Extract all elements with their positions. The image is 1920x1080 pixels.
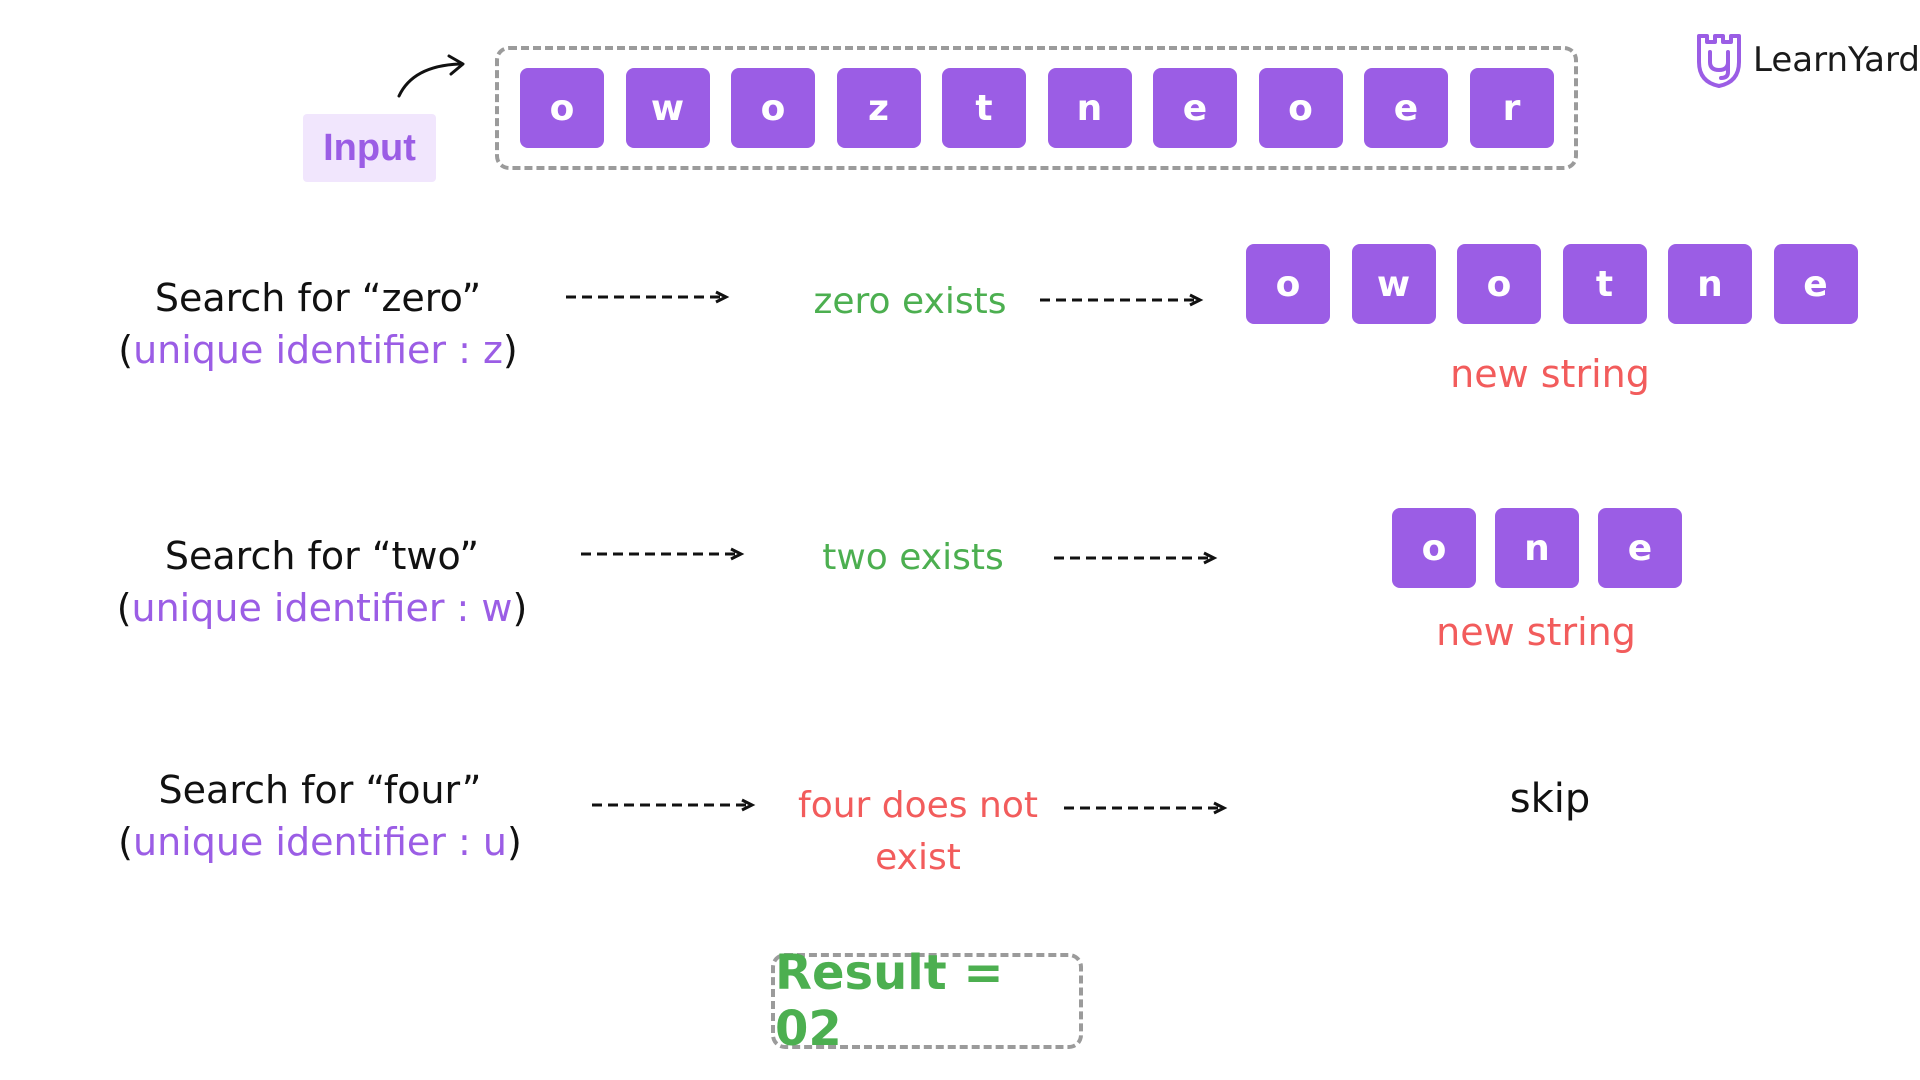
step-3-status-line-2: exist [875, 837, 961, 878]
step-2-status: two exists [793, 532, 1033, 584]
input-box [495, 46, 1578, 170]
step-1-caption: new string [1400, 352, 1700, 396]
step-1-open-paren: ( [118, 328, 134, 372]
step-2-title: Search for “two” (unique identifier : w) [112, 530, 532, 634]
input-tile-3: o [731, 68, 815, 148]
step-3-identifier-line: (unique identifier : u) [110, 816, 530, 868]
input-tile-4: z [836, 68, 921, 148]
step-1-search: Search for “zero” [154, 276, 482, 320]
step-2-tile-3: e [1598, 508, 1682, 588]
step-2-arrow-2 [1054, 551, 1218, 565]
step-1-title: Search for “zero” (unique identifier : z… [108, 272, 528, 376]
input-tile-5: t [942, 68, 1026, 148]
step-3-status-line-1: four does not [798, 785, 1038, 826]
step-3-arrow-2 [1064, 801, 1228, 815]
brand-name: LearnYard [1753, 40, 1920, 80]
step-1-close-paren: ) [502, 328, 518, 372]
step-2-close-paren: ) [512, 586, 528, 630]
step-2-caption-text: new string [1436, 610, 1636, 654]
step-3-search: Search for “four” [158, 768, 482, 812]
step-1-status: zero exists [790, 276, 1030, 328]
step-1-tile-3: o [1457, 244, 1541, 324]
step-3-open-paren: ( [118, 820, 133, 864]
input-tile-8: o [1258, 68, 1343, 148]
step-1-identifier-line: (unique identifier : z) [108, 324, 528, 376]
step-1-caption-text: new string [1450, 352, 1650, 396]
input-tile-10: r [1469, 68, 1554, 148]
step-2-caption: new string [1386, 610, 1686, 654]
step-2-search: Search for “two” [164, 534, 480, 578]
result-box: Result = 02 [771, 945, 1083, 1057]
input-label: Input [303, 114, 436, 182]
step-2-tile-2: n [1495, 508, 1579, 588]
input-label-text: Input [323, 126, 416, 169]
step-2-identifier: unique identifier : w [131, 586, 513, 630]
step-1-arrow-2 [1040, 293, 1204, 307]
step-2-status-text: two exists [822, 537, 1004, 578]
step-1-tile-1: o [1246, 244, 1330, 324]
step-1-identifier: unique identifier : z [133, 328, 503, 372]
result-text: Result = 02 [775, 945, 1004, 1057]
input-tile-2: w [625, 68, 710, 148]
step-3-status: four does not exist [778, 780, 1058, 884]
step-1-tile-5: n [1668, 244, 1752, 324]
step-3-identifier: unique identifier : u [133, 820, 507, 864]
step-3-arrow-1 [592, 798, 756, 812]
step-3-skip: skip [1480, 776, 1620, 822]
step-1-tile-4: t [1562, 244, 1647, 324]
step-1-arrow-1 [566, 290, 730, 304]
step-2-arrow-1 [581, 547, 745, 561]
input-tile-6: n [1047, 68, 1132, 148]
step-1-tile-2: w [1351, 244, 1436, 324]
step-1-tile-6: e [1773, 244, 1858, 324]
input-curved-arrow [397, 54, 465, 98]
learnyard-logo-icon [1697, 34, 1741, 88]
input-tile-1: o [520, 68, 604, 148]
step-1-status-text: zero exists [813, 281, 1007, 322]
input-tile-7: e [1153, 68, 1237, 148]
input-tile-9: e [1364, 68, 1448, 148]
brand-logo: LearnYard [1695, 32, 1920, 88]
step-3-close-paren: ) [506, 820, 522, 864]
step-2-open-paren: ( [116, 586, 132, 630]
step-2-identifier-line: (unique identifier : w) [112, 582, 532, 634]
step-3-skip-text: skip [1509, 776, 1591, 822]
step-2-tile-1: o [1392, 508, 1476, 588]
step-3-title: Search for “four” (unique identifier : u… [110, 764, 530, 868]
